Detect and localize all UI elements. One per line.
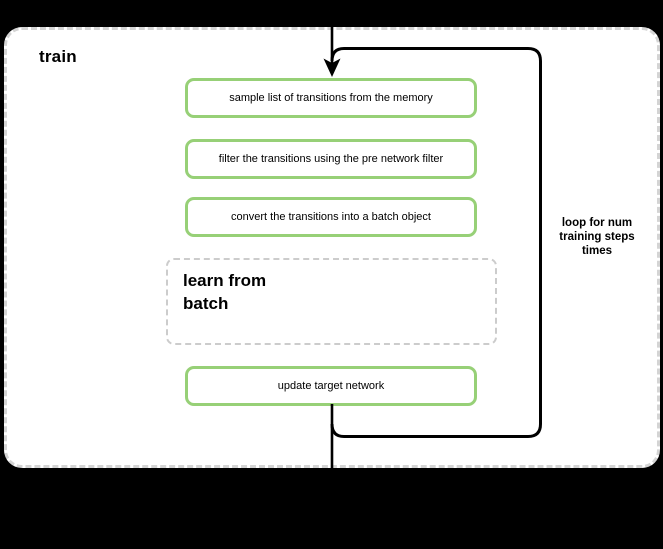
step-update-target-network-label: update target network	[277, 380, 385, 392]
step-sample-transitions: sample list of transitions from the memo…	[185, 78, 477, 118]
step-convert-to-batch-label: convert the transitions into a batch obj…	[231, 211, 431, 223]
step-convert-to-batch: convert the transitions into a batch obj…	[185, 197, 477, 237]
loop-annotation: loop for num training steps times	[541, 216, 653, 258]
step-update-target-network: update target network	[185, 366, 477, 406]
loop-annotation-line2: training steps	[559, 231, 635, 243]
step-sample-transitions-label: sample list of transitions from the memo…	[229, 92, 433, 104]
train-group-title: train	[39, 47, 77, 66]
loop-annotation-line3: times	[581, 245, 613, 257]
step-learn-from-batch: learn from batch	[166, 258, 497, 345]
step-filter-transitions-label: filter the transitions using the pre net…	[218, 153, 444, 165]
learn-from-batch-label-line1: learn from	[183, 271, 267, 290]
loop-annotation-line1: loop for num	[561, 217, 633, 229]
learn-from-batch-label-line2: batch	[183, 294, 229, 313]
step-filter-transitions: filter the transitions using the pre net…	[185, 139, 477, 179]
